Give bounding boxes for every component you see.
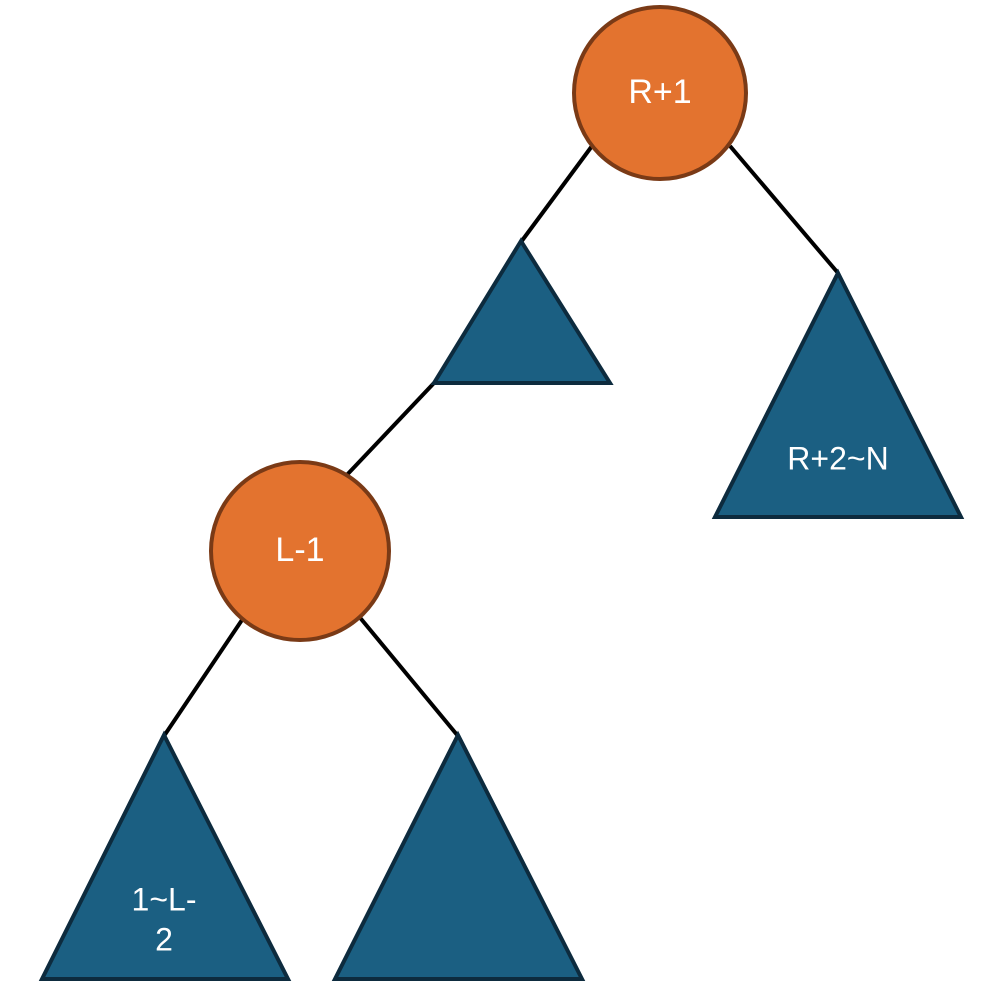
tree-node-inner-label: L-1: [275, 531, 324, 569]
edge-small-upper-to-inner: [341, 381, 436, 481]
subtree-layer: [38, 237, 965, 981]
edge-inner-to-bottom-mid: [355, 612, 460, 738]
label-layer: R+1 L-1 R+2~N 1~L- 2: [132, 73, 889, 957]
edge-layer: [162, 144, 840, 738]
edge-root-to-right-subtree: [728, 144, 840, 275]
subtree-right-label: R+2~N: [787, 440, 888, 476]
tree-node-root[interactable]: [572, 5, 748, 181]
subtree-bottom-left-label-line2: 2: [155, 921, 173, 957]
edge-inner-to-bottom-left: [162, 612, 248, 738]
subtree-triangle-small-upper[interactable]: [430, 237, 614, 385]
tree-node-root-label: R+1: [628, 73, 691, 111]
tree-node-inner[interactable]: [209, 460, 391, 642]
subtree-triangle-right[interactable]: [711, 268, 965, 519]
node-layer: [209, 5, 748, 642]
subtree-triangle-bottom-left[interactable]: [38, 730, 292, 981]
edge-root-to-small-upper: [519, 144, 594, 244]
subtree-bottom-left-label-line1: 1~L-: [132, 881, 197, 917]
subtree-triangle-bottom-middle[interactable]: [331, 730, 586, 981]
